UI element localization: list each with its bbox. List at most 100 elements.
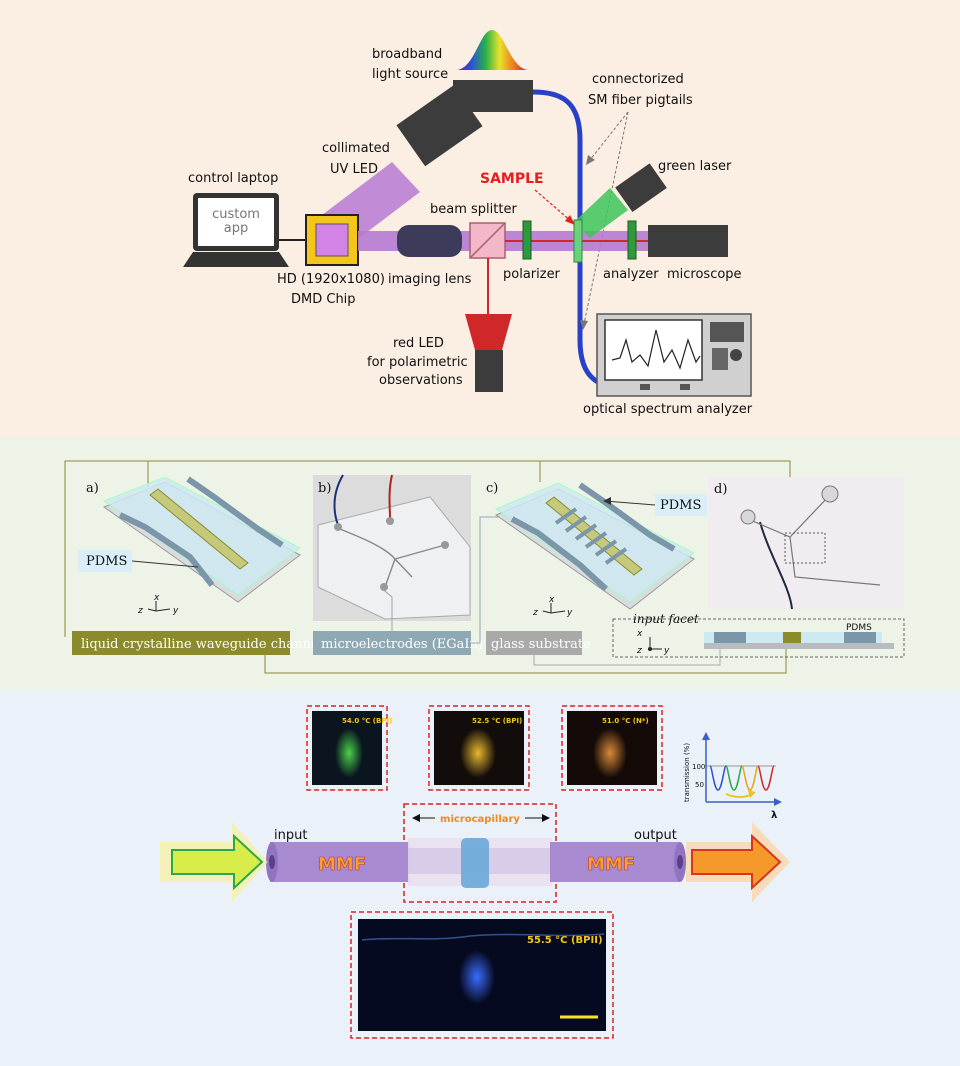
photo-b-port-1 bbox=[334, 523, 342, 531]
input-arrow-icon bbox=[171, 833, 264, 891]
fiber-label-1: connectorized bbox=[592, 72, 684, 87]
panel-b-label: b) bbox=[318, 481, 331, 496]
laptop-keyboard bbox=[183, 252, 289, 267]
axis-a-x: x bbox=[153, 593, 160, 603]
inset-shift-arrow bbox=[725, 793, 753, 798]
fiber-end-left-core bbox=[269, 855, 275, 869]
mmf-fiber-left bbox=[270, 842, 410, 882]
thumb-2-sample bbox=[460, 728, 496, 778]
photo-d-fiber bbox=[759, 521, 793, 610]
axis-c-y: y bbox=[566, 608, 573, 618]
inset-shift-arrow-head bbox=[748, 790, 756, 798]
inset-tick-50: 50 bbox=[695, 781, 704, 789]
polarizer-label: polarizer bbox=[503, 267, 561, 282]
pdms-a-pointer bbox=[131, 560, 199, 568]
sample-label: SAMPLE bbox=[480, 171, 544, 187]
osa-buttons bbox=[712, 348, 728, 370]
pdms-a-tag bbox=[78, 550, 132, 572]
laptop-screen bbox=[198, 198, 274, 246]
sample-pointer bbox=[534, 189, 573, 223]
input-facet-box bbox=[612, 618, 905, 658]
thumb-1-border bbox=[306, 705, 388, 791]
uv-led bbox=[396, 85, 483, 167]
fiber-end-right-core bbox=[677, 855, 683, 869]
inset-curve-green bbox=[725, 765, 743, 791]
photo-d-electrode-array bbox=[784, 532, 826, 564]
photo-b-channel bbox=[334, 526, 446, 588]
osa-keypad bbox=[710, 322, 744, 342]
chip-a-channel-2 bbox=[186, 476, 284, 548]
chip-c-electrode-comb bbox=[554, 507, 628, 565]
thumb-3-border bbox=[561, 705, 663, 791]
fiber-test-panel: 54.0 °C (BPI) 52.5 °C (BPI) 51.0 °C (N*)… bbox=[0, 690, 960, 1066]
chip-a-lc-channel bbox=[149, 488, 249, 570]
axis-facet-origin bbox=[648, 647, 652, 651]
green-laser-beam bbox=[574, 188, 628, 238]
sample-cell bbox=[573, 219, 583, 263]
pdms-a-label: PDMS bbox=[86, 554, 127, 569]
beam-splitter-label: beam splitter bbox=[430, 202, 517, 217]
mmf-fiber-right bbox=[550, 842, 680, 882]
optical-setup-panel: broadband light source connectorized SM … bbox=[0, 0, 960, 437]
photo-d-port-2 bbox=[821, 485, 839, 503]
fiber-pointer-1 bbox=[589, 111, 629, 161]
analyzer-label: analyzer bbox=[603, 267, 659, 282]
chip-fabrication-panel: a) PDMS z x y b) c) PDMS z x y d) liquid… bbox=[0, 437, 960, 690]
microcapillary-label-bg bbox=[435, 811, 525, 825]
facet-lc bbox=[783, 632, 801, 643]
legend-glass-box bbox=[486, 631, 582, 655]
red-led-label-2: for polarimetric bbox=[367, 355, 468, 370]
main-image-capillary-edge bbox=[361, 933, 605, 941]
pdms-c-tag bbox=[655, 494, 707, 516]
fiber-label-2: SM fiber pigtails bbox=[588, 93, 693, 108]
chip-c-channel-2 bbox=[578, 482, 676, 552]
photo-d bbox=[708, 477, 904, 609]
fiber-pointer-2-head bbox=[580, 320, 588, 330]
microscope-label: microscope bbox=[667, 267, 742, 282]
osa-screen bbox=[604, 319, 703, 381]
thumb-2-label: 52.5 °C (BPI) bbox=[472, 717, 522, 725]
axis-c-z: z bbox=[532, 608, 538, 618]
lc-sample-plug bbox=[461, 838, 489, 888]
inset-x-arrow bbox=[774, 798, 782, 806]
microcapillary-arrow-right bbox=[542, 814, 550, 822]
red-led-lens bbox=[465, 314, 512, 350]
axis-c-line-z bbox=[542, 610, 552, 614]
pdms-c-pointer-head bbox=[603, 497, 611, 505]
facet-pdms-label: PDMS bbox=[846, 623, 872, 633]
axis-a-z: z bbox=[137, 606, 143, 616]
axis-a-line-z bbox=[147, 608, 157, 612]
thumb-3-label: 51.0 °C (N*) bbox=[602, 717, 649, 725]
legend-lc-box bbox=[72, 631, 290, 655]
polarizer bbox=[522, 220, 532, 260]
inset-ylabel: transmission (%) bbox=[683, 743, 691, 802]
pdms-c-label: PDMS bbox=[660, 498, 701, 513]
legend-electrodes-connector-2 bbox=[471, 516, 500, 644]
axis-c-x: x bbox=[548, 595, 555, 605]
legend-electrodes-connector bbox=[379, 586, 393, 631]
dmd-label-1: HD (1920x1080) bbox=[277, 272, 385, 287]
laptop-screen-text-1: custom bbox=[212, 207, 260, 222]
green-laser-label: green laser bbox=[658, 159, 732, 174]
legend-lc-label: liquid crystalline waveguide channel bbox=[81, 637, 323, 652]
inset-xlabel: λ bbox=[771, 810, 778, 821]
legend-electrodes-label: microelectrodes (EGaIn) bbox=[321, 637, 483, 652]
beam-splitter-diagonal bbox=[469, 222, 506, 259]
light-source-label-1: broadband bbox=[372, 47, 442, 62]
photo-d-port-1 bbox=[740, 509, 756, 525]
inset-curve-orange bbox=[741, 765, 759, 791]
red-led-label-3: observations bbox=[379, 373, 463, 388]
microscope bbox=[648, 225, 728, 257]
red-led-label-1: red LED bbox=[393, 336, 444, 351]
fiber-pointer-1-head bbox=[586, 155, 595, 165]
inset-tick-100: 100 bbox=[692, 763, 705, 771]
main-image-label: 55.5 °C (BPII) bbox=[527, 935, 603, 946]
inset-curve-red bbox=[757, 765, 775, 791]
photo-d-channel bbox=[747, 494, 881, 586]
sample-pointer-head bbox=[565, 215, 575, 225]
uv-led-label-2: UV LED bbox=[330, 162, 378, 177]
output-arrow-icon bbox=[691, 833, 782, 891]
chip-a-channel-1 bbox=[118, 512, 215, 587]
legend-lc-connector bbox=[264, 649, 787, 674]
main-image-sample bbox=[459, 950, 495, 1004]
